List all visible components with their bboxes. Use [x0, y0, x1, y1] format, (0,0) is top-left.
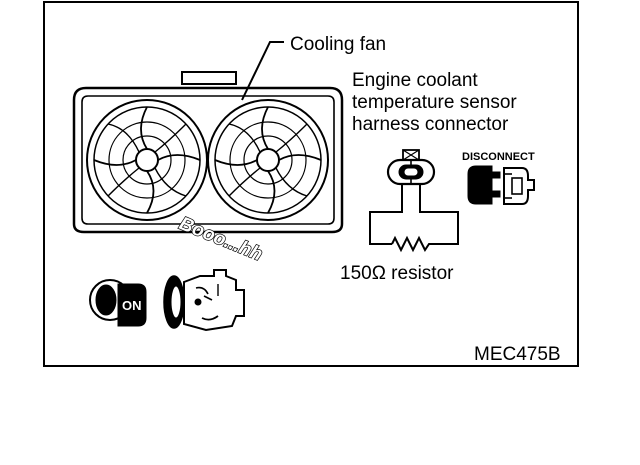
- key-position-label: ON: [122, 298, 142, 313]
- sensor-label-line1: Engine coolant: [352, 70, 478, 91]
- cooling-fan-leader: [241, 41, 284, 101]
- resistor-label: 150Ω resistor: [340, 263, 454, 284]
- sensor-label-line3: harness connector: [352, 114, 509, 135]
- disconnect-label: DISCONNECT: [462, 151, 535, 163]
- ignition-key-icon: [89, 279, 147, 327]
- figure-code: MEC475B: [474, 344, 561, 365]
- sensor-label-line2: temperature sensor: [352, 92, 517, 113]
- fan-sound-text: Booo...hh: [176, 213, 265, 265]
- resistor-icon: [391, 235, 432, 253]
- cooling-fan-label: Cooling fan: [290, 34, 386, 55]
- engine-icon: [163, 269, 245, 332]
- figure-frame: [43, 1, 579, 367]
- disconnected-connector-icon: [467, 165, 535, 205]
- cooling-fan-icon: [72, 71, 344, 234]
- connector-icon: [369, 149, 459, 245]
